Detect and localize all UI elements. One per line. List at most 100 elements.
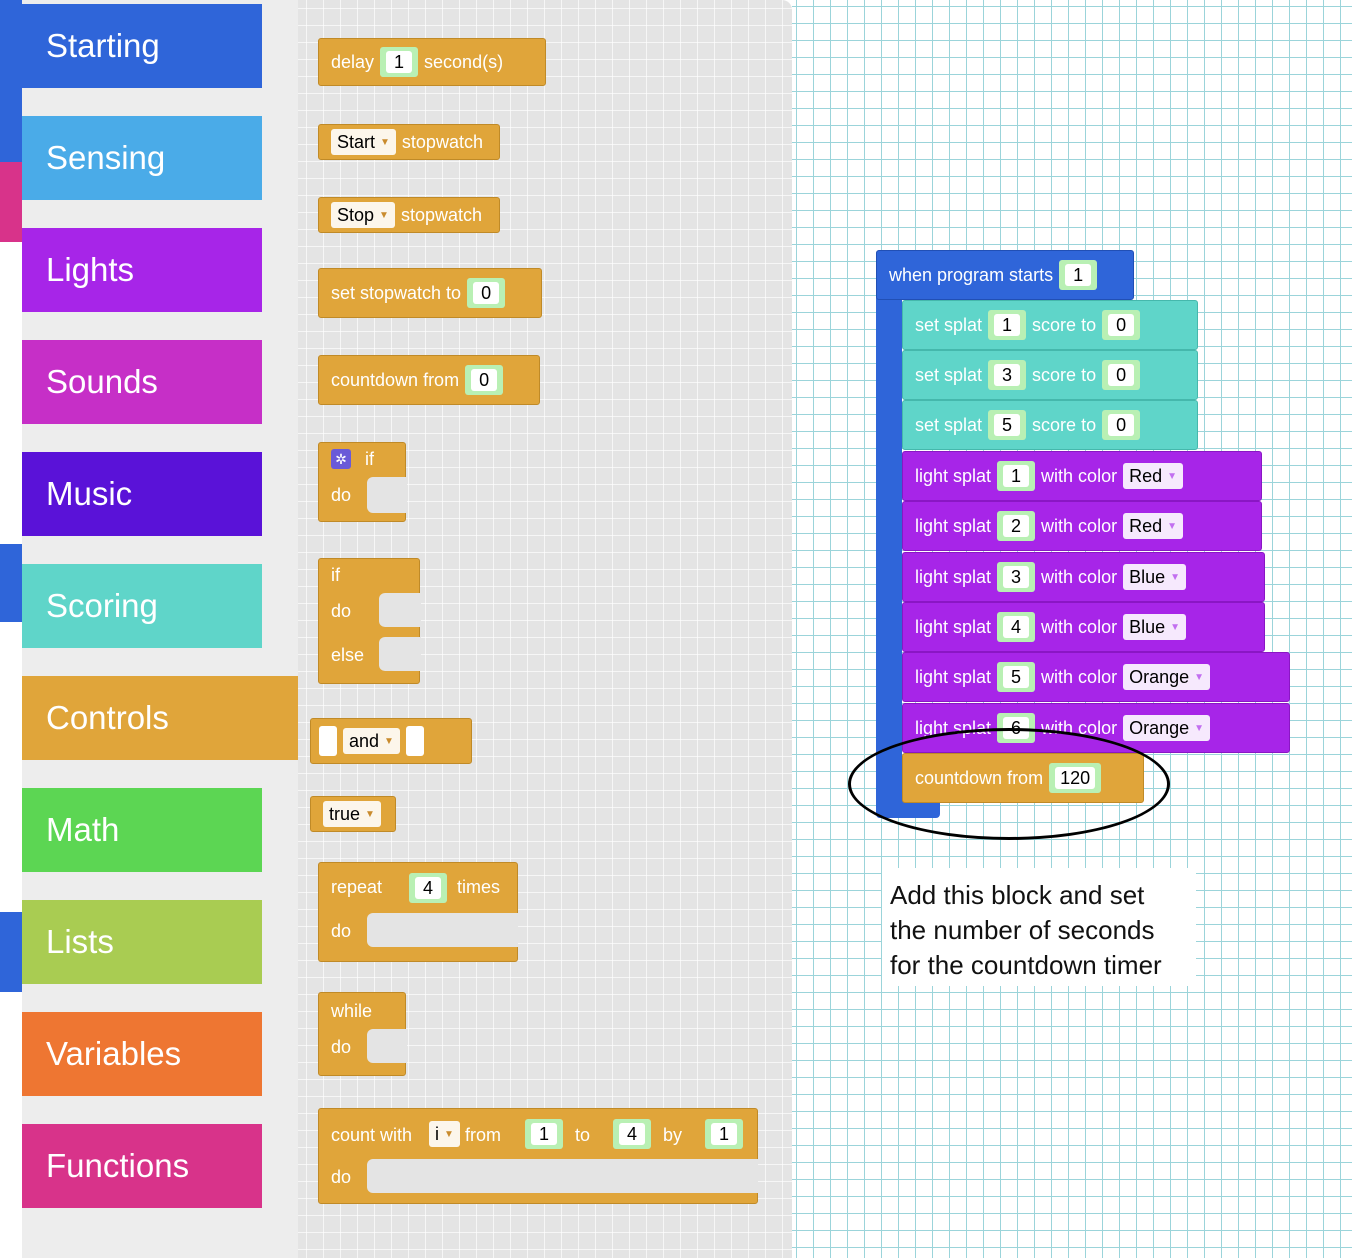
edge-segment-blue	[0, 544, 22, 622]
splat-number: 5	[1003, 666, 1030, 688]
score-value-input[interactable]: 0	[1102, 410, 1141, 440]
score-value-input[interactable]: 0	[1102, 360, 1141, 390]
chevron-down-icon: ▼	[380, 136, 390, 148]
color-dropdown[interactable]: Orange▼	[1123, 664, 1211, 690]
category-sounds[interactable]: Sounds	[22, 340, 262, 424]
block-flyout: delay 1 second(s) Start▼ stopwatch Stop▼…	[298, 0, 792, 1258]
chevron-down-icon: ▼	[365, 808, 375, 820]
left-operand-slot[interactable]	[319, 726, 337, 756]
score-to-label: score to	[1032, 364, 1097, 385]
while-block[interactable]: while do	[318, 992, 407, 1076]
light-splat-label: light splat	[915, 566, 992, 587]
color-dropdown[interactable]: Orange▼	[1123, 715, 1211, 741]
color-dropdown[interactable]: Blue▼	[1123, 564, 1187, 590]
by-value: 1	[711, 1123, 737, 1145]
splat-number-input[interactable]: 5	[988, 410, 1027, 440]
stopwatch-stop-dropdown[interactable]: Stop▼	[331, 202, 395, 228]
statement-slot	[367, 1159, 758, 1193]
category-variables[interactable]: Variables	[22, 1012, 262, 1096]
if-block[interactable]: ✲ if do	[318, 442, 407, 522]
light-splat-block[interactable]: light splat 2 with color Red▼	[902, 501, 1262, 551]
splat-number: 3	[994, 364, 1021, 386]
splat-number-input[interactable]: 1	[988, 310, 1027, 340]
category-scoring[interactable]: Scoring	[22, 564, 262, 648]
category-sensing[interactable]: Sensing	[22, 116, 262, 200]
if-label: if	[331, 565, 340, 585]
category-starting[interactable]: Starting	[22, 4, 262, 88]
category-controls[interactable]: Controls	[22, 676, 298, 760]
color-dropdown[interactable]: Blue▼	[1123, 614, 1187, 640]
splat-number-input[interactable]: 1	[997, 461, 1036, 491]
set-splat-score-block[interactable]: set splat 3 score to 0	[902, 350, 1198, 400]
set-splat-score-block[interactable]: set splat 5 score to 0	[902, 400, 1198, 450]
category-label: Scoring	[46, 587, 158, 624]
else-slot	[379, 637, 421, 671]
dropdown-value: true	[329, 803, 361, 824]
right-operand-slot[interactable]	[405, 726, 424, 756]
light-splat-block[interactable]: light splat 3 with color Blue▼	[902, 552, 1265, 602]
and-block[interactable]: and▼	[310, 718, 472, 764]
countdown-block[interactable]: countdown from 0	[318, 355, 540, 405]
repeat-block[interactable]: repeat 4 times do	[318, 862, 518, 962]
delay-block[interactable]: delay 1 second(s)	[318, 38, 546, 86]
dropdown-value: i	[435, 1123, 439, 1144]
do-slot	[379, 593, 421, 627]
start-stopwatch-block[interactable]: Start▼ stopwatch	[318, 124, 500, 160]
dropdown-value: and	[349, 730, 380, 751]
set-splat-score-block[interactable]: set splat 1 score to 0	[902, 300, 1198, 350]
score-value: 0	[1108, 364, 1135, 386]
category-functions[interactable]: Functions	[22, 1124, 262, 1208]
count-with-block[interactable]: count with i▼ from 1 to 4 by 1 do	[318, 1108, 758, 1204]
category-label: Controls	[46, 699, 169, 736]
splat-number: 5	[994, 414, 1021, 436]
countdown-input[interactable]: 0	[465, 365, 504, 395]
repeat-count-input[interactable]: 4	[409, 873, 447, 903]
stopwatch-start-dropdown[interactable]: Start▼	[331, 129, 396, 155]
score-value: 0	[1108, 314, 1135, 336]
chevron-down-icon: ▼	[1170, 571, 1181, 583]
splat-number-input[interactable]: 3	[997, 562, 1036, 592]
when-program-starts-block[interactable]: when program starts 1	[876, 250, 1134, 300]
color-dropdown[interactable]: Red▼	[1123, 513, 1184, 539]
delay-value-input[interactable]: 1	[380, 47, 419, 77]
true-block[interactable]: true ▼	[310, 796, 396, 832]
category-label: Sensing	[46, 139, 166, 176]
program-number-value: 1	[1065, 264, 1092, 286]
color-dropdown[interactable]: Red▼	[1123, 463, 1184, 489]
category-label: Sounds	[46, 363, 158, 400]
color-value: Blue	[1129, 616, 1166, 637]
category-music[interactable]: Music	[22, 452, 262, 536]
splat-number-input[interactable]: 4	[997, 612, 1036, 642]
set-splat-label: set splat	[915, 364, 983, 385]
repeat-label: repeat	[331, 877, 383, 897]
loop-variable-dropdown[interactable]: i▼	[429, 1121, 460, 1147]
and-dropdown[interactable]: and▼	[343, 728, 400, 754]
stop-stopwatch-block[interactable]: Stop▼ stopwatch	[318, 197, 500, 233]
edge-segment-blue-2	[0, 912, 22, 992]
light-splat-block[interactable]: light splat 1 with color Red▼	[902, 451, 1262, 501]
color-value: Orange	[1129, 666, 1190, 687]
if-else-block[interactable]: if do else	[318, 558, 421, 684]
set-stopwatch-input[interactable]: 0	[467, 278, 506, 308]
category-lights[interactable]: Lights	[22, 228, 262, 312]
splat-number-input[interactable]: 2	[997, 511, 1036, 541]
category-label: Variables	[46, 1035, 182, 1072]
set-stopwatch-block[interactable]: set stopwatch to 0	[318, 268, 542, 318]
to-label: to	[575, 1125, 591, 1145]
category-lists[interactable]: Lists	[22, 900, 262, 984]
with-color-label: with color	[1041, 616, 1118, 637]
from-input[interactable]: 1	[525, 1119, 563, 1149]
gear-icon[interactable]: ✲	[331, 449, 351, 469]
program-number-input[interactable]: 1	[1059, 260, 1098, 290]
boolean-dropdown[interactable]: true ▼	[323, 801, 381, 827]
splat-number: 1	[994, 314, 1021, 336]
to-input[interactable]: 4	[613, 1119, 651, 1149]
category-math[interactable]: Math	[22, 788, 262, 872]
splat-number-input[interactable]: 5	[997, 662, 1036, 692]
score-value-input[interactable]: 0	[1102, 310, 1141, 340]
light-splat-block[interactable]: light splat 4 with color Blue▼	[902, 602, 1265, 652]
by-input[interactable]: 1	[705, 1119, 743, 1149]
splat-number-input[interactable]: 3	[988, 360, 1027, 390]
category-sidebar: Starting Sensing Lights Sounds Music Sco…	[22, 0, 298, 1258]
light-splat-block[interactable]: light splat 5 with color Orange▼	[902, 652, 1290, 702]
